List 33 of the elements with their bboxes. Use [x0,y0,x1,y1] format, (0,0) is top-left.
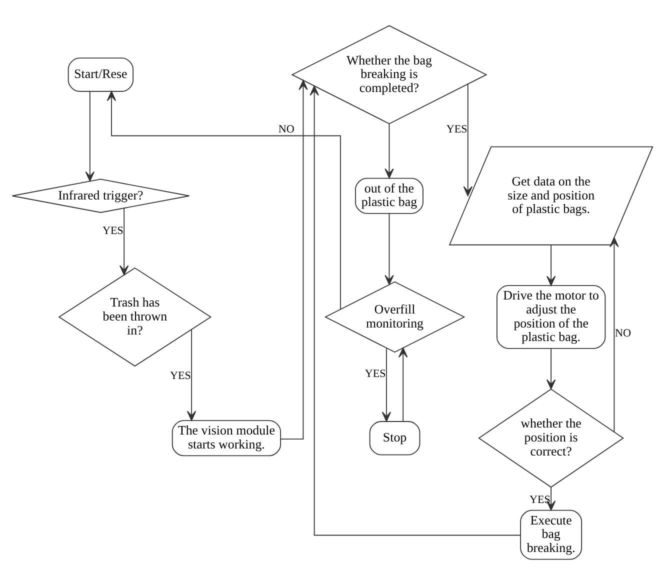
node-diamond: whether the position is correct? [478,388,624,488]
edge-label: YES [102,224,124,236]
node-box: The vision module starts working. [172,420,282,456]
edge-label: NO [278,123,294,136]
arrow [546,486,556,510]
edge-label: YES [364,367,386,380]
node-box: out of the plastic bag [355,177,424,214]
arrow [384,212,394,284]
arrow [280,79,308,440]
node-box: Drive the motor to adjust the position of the plastic bag. [496,284,606,348]
arrow [463,83,472,196]
arrow [610,236,619,432]
node-box: Stop [369,420,420,455]
node-diamond: Infrared trigger? [12,178,190,212]
node-diamond: Overfill monitoring [324,280,466,352]
arrow [119,207,129,275]
node-diamond: Whether the bag breaking is completed? [291,24,488,124]
arrow [382,347,392,422]
arrow [398,346,408,422]
node-box: Execute bag breaking. [520,509,582,560]
arrow [186,328,196,420]
arrow [546,244,556,286]
node-box: Start/Rese [68,57,134,92]
edge-label: NO [614,326,631,339]
arrow [310,85,521,536]
edge-label: YES [170,370,191,382]
arrow [384,123,394,178]
edge-label: YES [530,493,550,506]
arrow [106,90,341,310]
arrow [546,348,556,389]
arrow [85,90,95,182]
node-diamond: Trash has been thrown in? [58,266,212,366]
edge-label: YES [446,122,468,135]
